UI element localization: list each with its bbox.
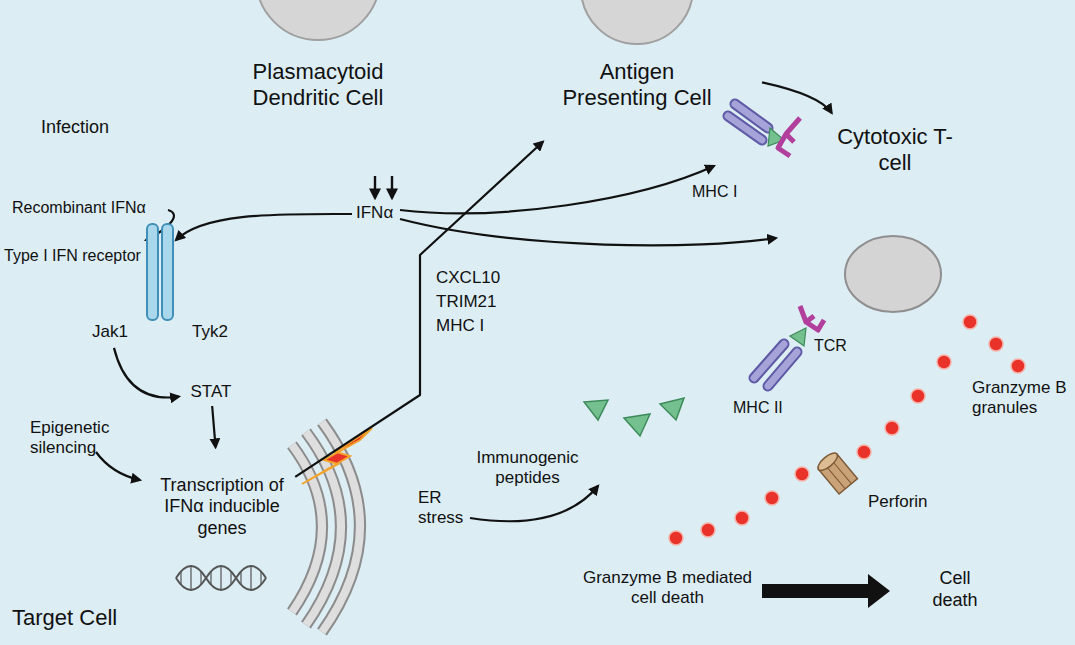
annotation-label: Perforin	[868, 492, 928, 512]
node-label: Antigen Presenting Cell	[547, 59, 727, 112]
text-holder: Transcription of IFNα inducible genes	[157, 475, 287, 540]
membrane-texture	[781, 96, 1009, 324]
text-holder: STAT	[191, 382, 232, 402]
annotation-label: Immunogenic peptides	[470, 448, 585, 489]
membrane-texture	[120, 0, 500, 201]
granzyme-granules	[669, 315, 1025, 545]
annotation-label: Granzyme B mediated cell death	[575, 568, 760, 609]
infection-burst: Infection	[10, 78, 140, 178]
label-holder: MHC I	[692, 182, 737, 201]
mhc1-complex	[728, 104, 800, 156]
annotation-label: CXCL10 TRIM21 MHC I	[436, 266, 510, 338]
stat-factor: STAT	[175, 376, 247, 408]
label-holder: Immunogenic peptides	[470, 448, 585, 489]
mhc2-complex	[754, 306, 824, 386]
membrane-texture	[131, 449, 313, 601]
node-label: Jak1	[92, 322, 128, 342]
perforin-pore	[815, 450, 857, 494]
label-holder: Type I IFN receptor	[4, 246, 141, 265]
membrane	[0, 170, 905, 645]
membrane-texture	[0, 170, 905, 645]
annotation-label: Granzyme B granules	[972, 378, 1072, 419]
node-label: Transcription of IFNα inducible genes	[157, 475, 287, 540]
annotation-label: IFNα	[356, 203, 393, 223]
node-label: Infection	[41, 117, 109, 139]
outline	[131, 449, 313, 601]
pdc-nucleus	[256, 0, 380, 40]
annotation-label: MHC I	[692, 182, 737, 201]
endoplasmic-reticulum	[292, 422, 360, 632]
membrane-texture	[511, 0, 763, 181]
node-label: Target Cell	[12, 605, 117, 631]
node-label: STAT	[191, 382, 232, 402]
jak1-kinase: Jak1	[75, 314, 145, 350]
label-holder: ER stress	[418, 488, 474, 529]
text-holder: Cytotoxic T-cell	[830, 124, 960, 177]
signal-arrow	[762, 82, 832, 113]
label-holder: Epigenetic silencing	[30, 418, 130, 459]
tyk2-kinase: Tyk2	[175, 314, 245, 350]
label-holder: MHC II	[733, 398, 783, 417]
outline	[511, 0, 763, 181]
text-holder: Target Cell	[12, 605, 117, 631]
annotation-label: MHC II	[733, 398, 783, 417]
text-holder: Antigen Presenting Cell	[547, 59, 727, 112]
annotation-label: Recombinant IFNα	[12, 198, 146, 217]
text-holder: Tyk2	[192, 322, 228, 342]
outline	[77, 316, 143, 348]
nucleus: Transcription of IFNα inducible genes	[127, 445, 317, 605]
label-holder: Perforin	[868, 492, 928, 512]
annotation-label: ER stress	[418, 488, 474, 529]
tcell-nucleus	[845, 236, 941, 312]
membrane	[120, 0, 500, 201]
annotation-label: Epigenetic silencing	[30, 418, 130, 459]
burst	[15, 81, 136, 175]
immunogenic-peptides	[584, 398, 684, 436]
signal-arrow	[295, 142, 543, 477]
ifn-release-arrows	[375, 176, 392, 198]
label-holder: CXCL10 TRIM21 MHC I	[436, 266, 510, 338]
ifn-receptor	[147, 224, 173, 320]
outline	[177, 378, 245, 406]
annotation-label: Type I IFN receptor	[4, 246, 141, 265]
signal-arrow	[114, 348, 179, 398]
epigenetic-arrow	[96, 452, 140, 480]
ifn-arrows	[146, 166, 776, 245]
cell-death-burst: Cell death	[890, 540, 1020, 640]
text-holder: Infection	[41, 117, 109, 139]
label-holder: TCR	[814, 336, 847, 355]
er-stress-bolt	[302, 428, 372, 484]
label-holder: IFNα	[356, 203, 393, 223]
text-holder: Jak1	[92, 322, 128, 342]
burst	[895, 543, 1016, 637]
label-holder: Granzyme B granules	[972, 378, 1072, 419]
cytotoxic-t-cell: Cytotoxic T-cell	[777, 92, 1013, 328]
node-label: Cell death	[924, 568, 986, 611]
dna-helix	[176, 566, 266, 590]
text-holder: Cell death	[924, 568, 986, 611]
er-to-peptide-arrow	[470, 486, 598, 521]
label-holder: Recombinant IFNα	[12, 198, 146, 217]
antigen-presenting-cell: Antigen Presenting Cell	[507, 0, 767, 185]
outline	[781, 96, 1009, 324]
outline	[177, 316, 243, 348]
node-label: Plasmacytoid Dendritic Cell	[233, 59, 403, 112]
dendritic-cell: Plasmacytoid Dendritic Cell	[110, 0, 510, 210]
node-label: Cytotoxic T-cell	[830, 124, 960, 177]
death-arrow	[762, 574, 890, 608]
signal-arrow	[212, 406, 215, 447]
node-label: Tyk2	[192, 322, 228, 342]
text-holder: Plasmacytoid Dendritic Cell	[233, 59, 403, 112]
annotation-label: TCR	[814, 336, 847, 355]
label-holder: Granzyme B mediated cell death	[575, 568, 760, 609]
apc-nucleus	[581, 0, 693, 44]
